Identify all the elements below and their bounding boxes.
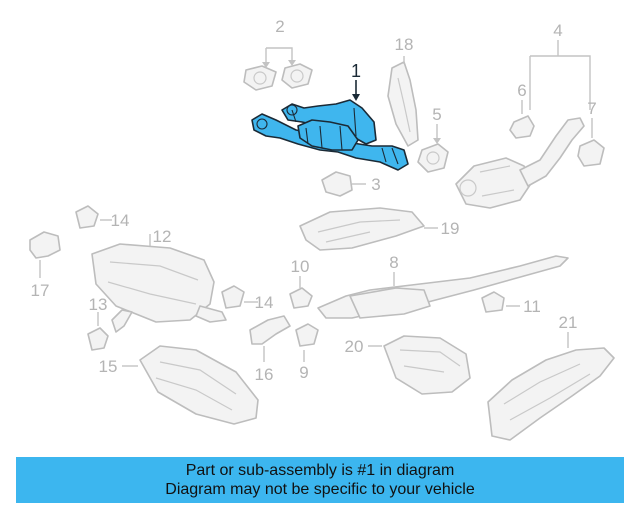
part-21-heat-shield (487, 347, 615, 441)
callout-7: 7 (587, 99, 596, 118)
callout-6: 6 (517, 81, 526, 100)
callout-21: 21 (559, 313, 578, 332)
callout-8: 8 (389, 253, 398, 272)
part-13-clamp (87, 327, 109, 351)
part-12-rear-muffler (91, 243, 227, 333)
callout-17: 17 (31, 281, 50, 300)
callout-16: 16 (255, 365, 274, 384)
part-14-hanger-upper (75, 205, 99, 229)
part-16-pipe (249, 315, 291, 345)
callout-15: 15 (99, 357, 118, 376)
banner-line-2: Diagram may not be specific to your vehi… (165, 481, 475, 498)
part-2-gaskets (243, 63, 313, 91)
part-14-hanger-lower (221, 285, 245, 309)
callout-12: 12 (153, 227, 172, 246)
callout-13: 13 (89, 295, 108, 314)
part-7-hanger (577, 139, 605, 167)
callout-14-upper: 14 (111, 211, 130, 230)
part-11-hanger (481, 291, 505, 313)
callout-5: 5 (432, 105, 441, 124)
part-15-heat-shield (139, 345, 259, 425)
part-18-heat-shield (387, 61, 419, 147)
part-8-center-pipe (317, 255, 569, 319)
part-19-heat-shield (299, 207, 425, 251)
part-3-bracket (321, 171, 353, 197)
callout-19: 19 (441, 219, 460, 238)
callout-9: 9 (299, 363, 308, 382)
banner-line-1: Part or sub-assembly is #1 in diagram (185, 462, 455, 479)
part-4-catalytic-converter (455, 117, 585, 209)
callout-4: 4 (553, 21, 562, 40)
callout-1: 1 (351, 61, 361, 81)
callout-3: 3 (371, 175, 380, 194)
callout-2: 2 (275, 17, 284, 36)
info-banner: Part or sub-assembly is #1 in diagram Di… (16, 457, 624, 503)
callout-20: 20 (345, 337, 364, 356)
part-17-bracket (29, 231, 61, 259)
part-9-clamp (295, 323, 319, 347)
callout-14-lower: 14 (255, 293, 274, 312)
part-1-exhaust-manifold-highlighted (251, 99, 409, 171)
exhaust-system-diagram: 1 2 3 4 5 6 7 8 9 10 11 12 13 14 14 15 1… (29, 17, 615, 441)
part-20-heat-shield (383, 335, 471, 395)
part-6-clamp (509, 115, 535, 139)
callout-11: 11 (523, 297, 541, 316)
part-10-hanger (289, 287, 313, 309)
part-5-gasket (417, 143, 449, 173)
callout-18: 18 (395, 35, 414, 54)
callout-10: 10 (291, 257, 310, 276)
